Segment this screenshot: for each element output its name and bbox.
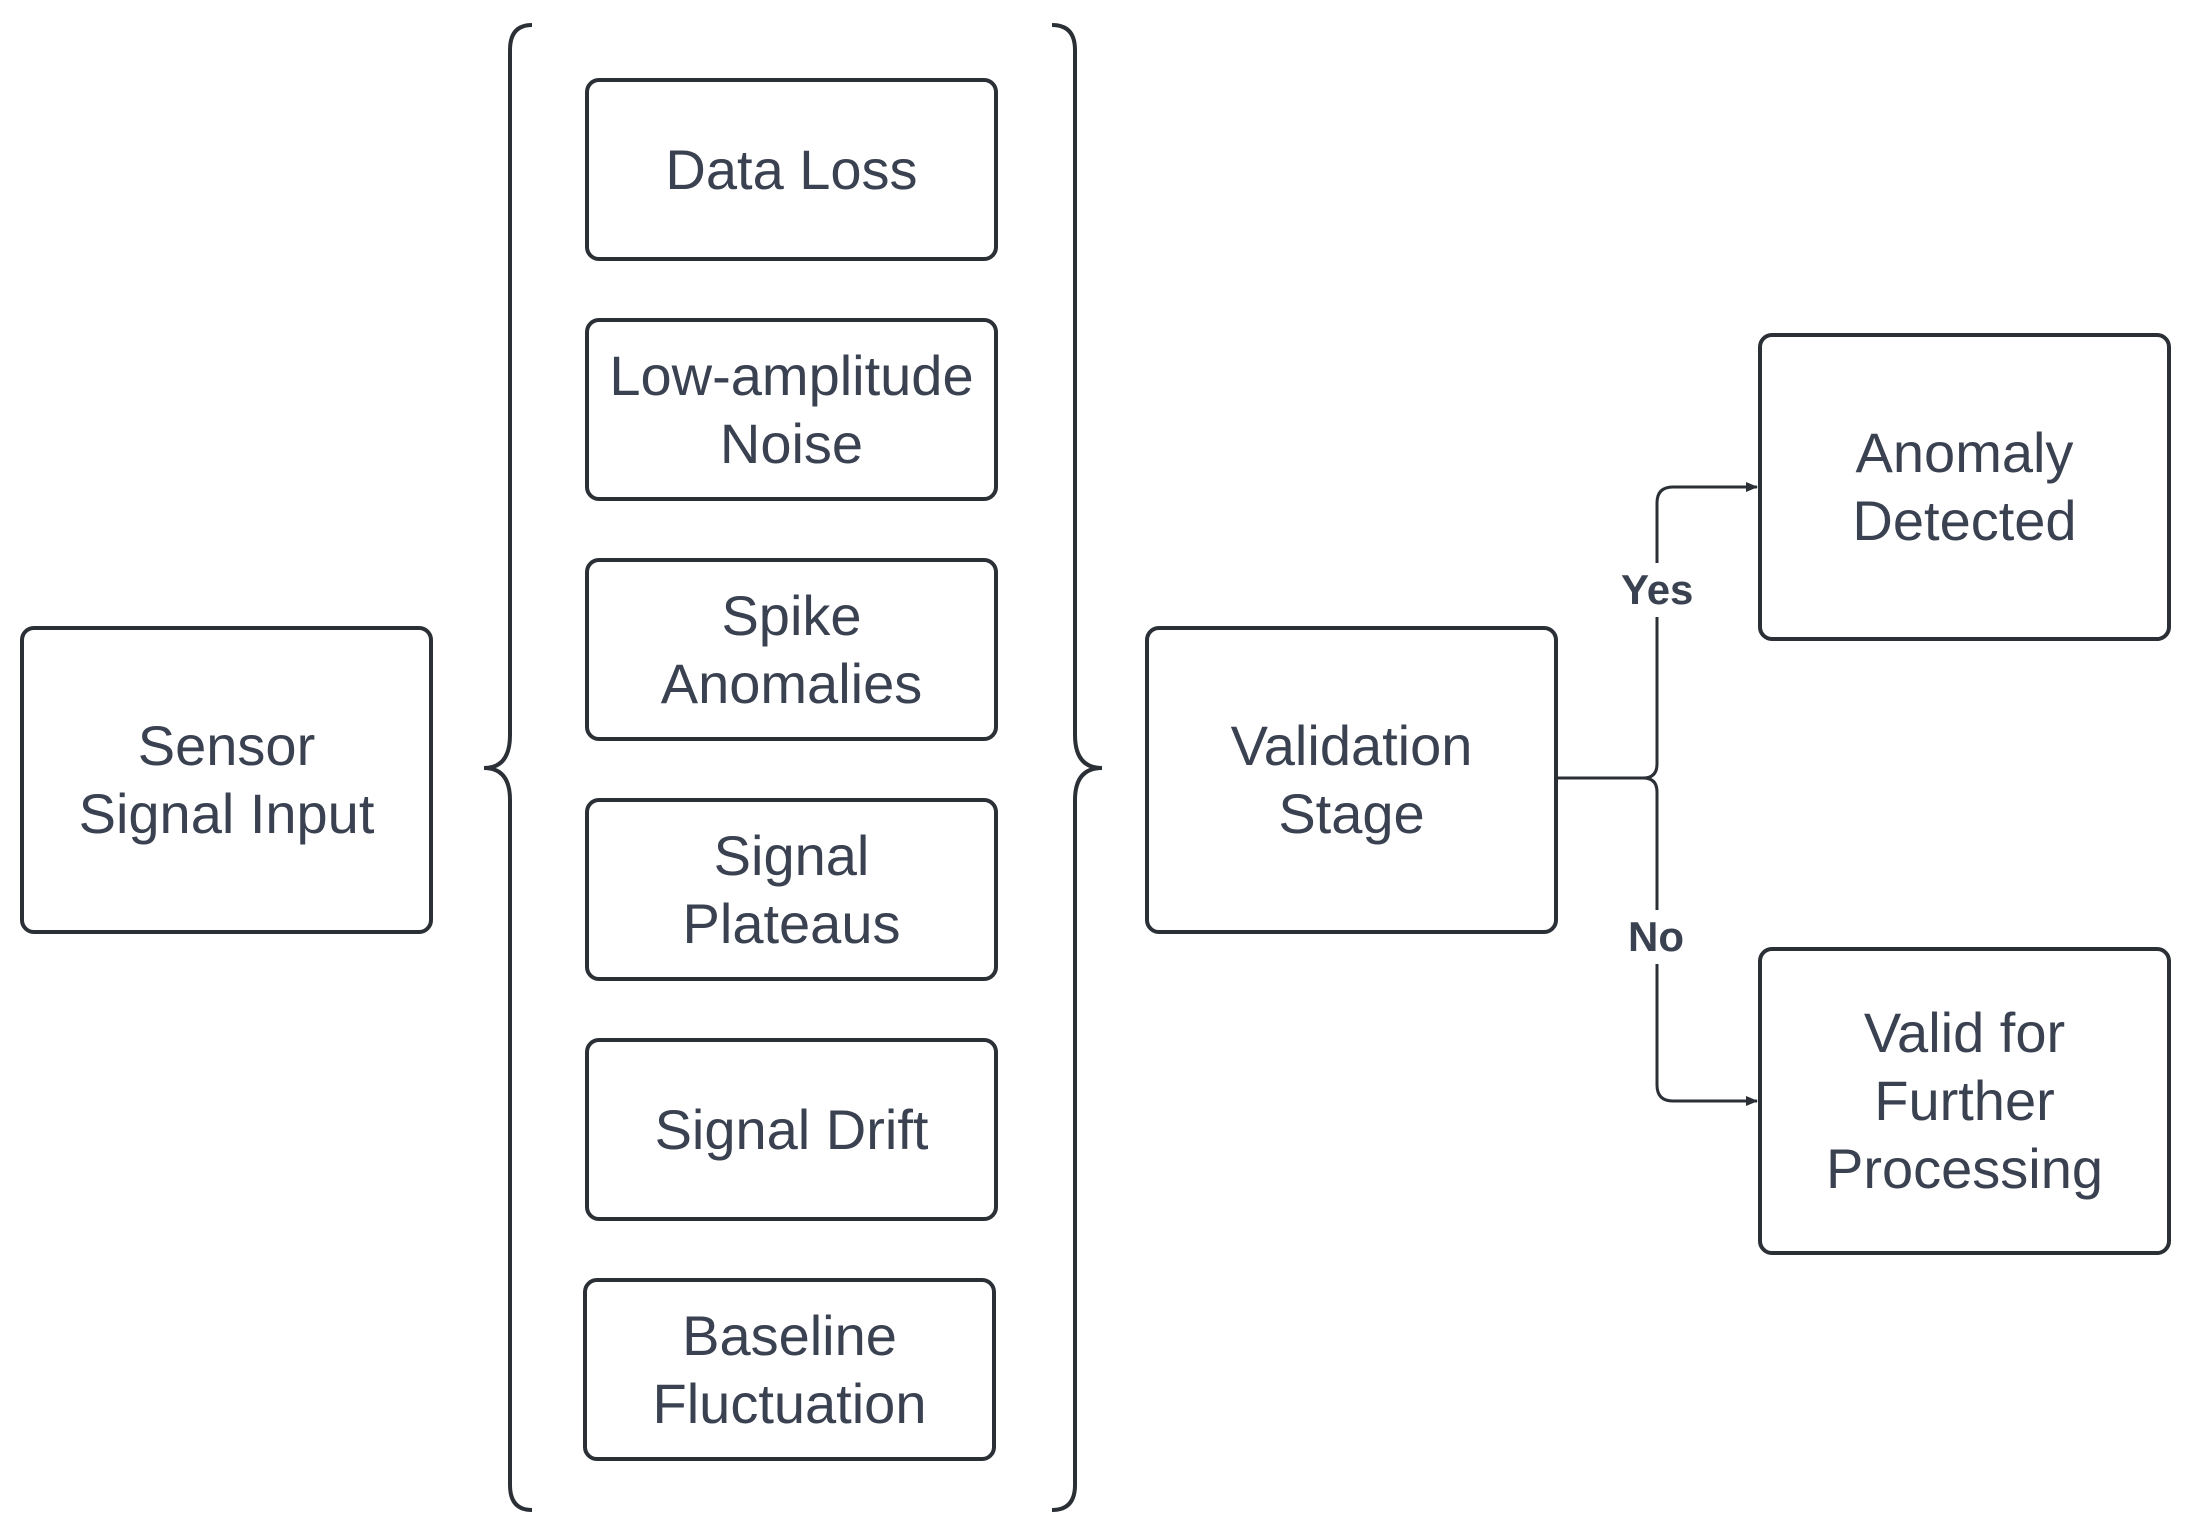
baseline-fluctuation-label: Baseline Fluctuation: [652, 1303, 927, 1435]
anomaly-detected-node: Anomaly Detected: [1758, 333, 2171, 641]
signal-drift-label: Signal Drift: [654, 1097, 929, 1161]
spike-anomalies-label: Spike Anomalies: [660, 583, 923, 715]
data-loss-node: Data Loss: [585, 78, 998, 261]
valid-for-further-processing-node: Valid for Further Processing: [1758, 947, 2171, 1255]
valid-for-further-processing-label: Valid for Further Processing: [1825, 1001, 2104, 1200]
sensor-signal-input-node: Sensor Signal Input: [20, 626, 433, 934]
baseline-fluctuation-node: Baseline Fluctuation: [583, 1278, 996, 1461]
low-amplitude-noise-node: Low-amplitude Noise: [585, 318, 998, 501]
yes-connector: [1557, 482, 1758, 780]
signal-drift-node: Signal Drift: [585, 1038, 998, 1221]
spike-anomalies-node: Spike Anomalies: [585, 558, 998, 741]
no-edge-label: No: [1622, 910, 1690, 964]
left-brace: [483, 23, 533, 1512]
validation-stage-label: Validation Stage: [1230, 714, 1473, 845]
anomaly-detected-label: Anomaly Detected: [1852, 421, 2077, 552]
signal-plateaus-label: Signal Plateaus: [682, 823, 901, 955]
signal-plateaus-node: Signal Plateaus: [585, 798, 998, 981]
data-loss-label: Data Loss: [665, 137, 918, 201]
low-amplitude-noise-label: Low-amplitude Noise: [609, 343, 974, 475]
right-brace: [1051, 23, 1103, 1512]
yes-edge-label: Yes: [1615, 563, 1700, 617]
sensor-signal-input-label: Sensor Signal Input: [78, 714, 375, 845]
validation-stage-node: Validation Stage: [1145, 626, 1558, 934]
